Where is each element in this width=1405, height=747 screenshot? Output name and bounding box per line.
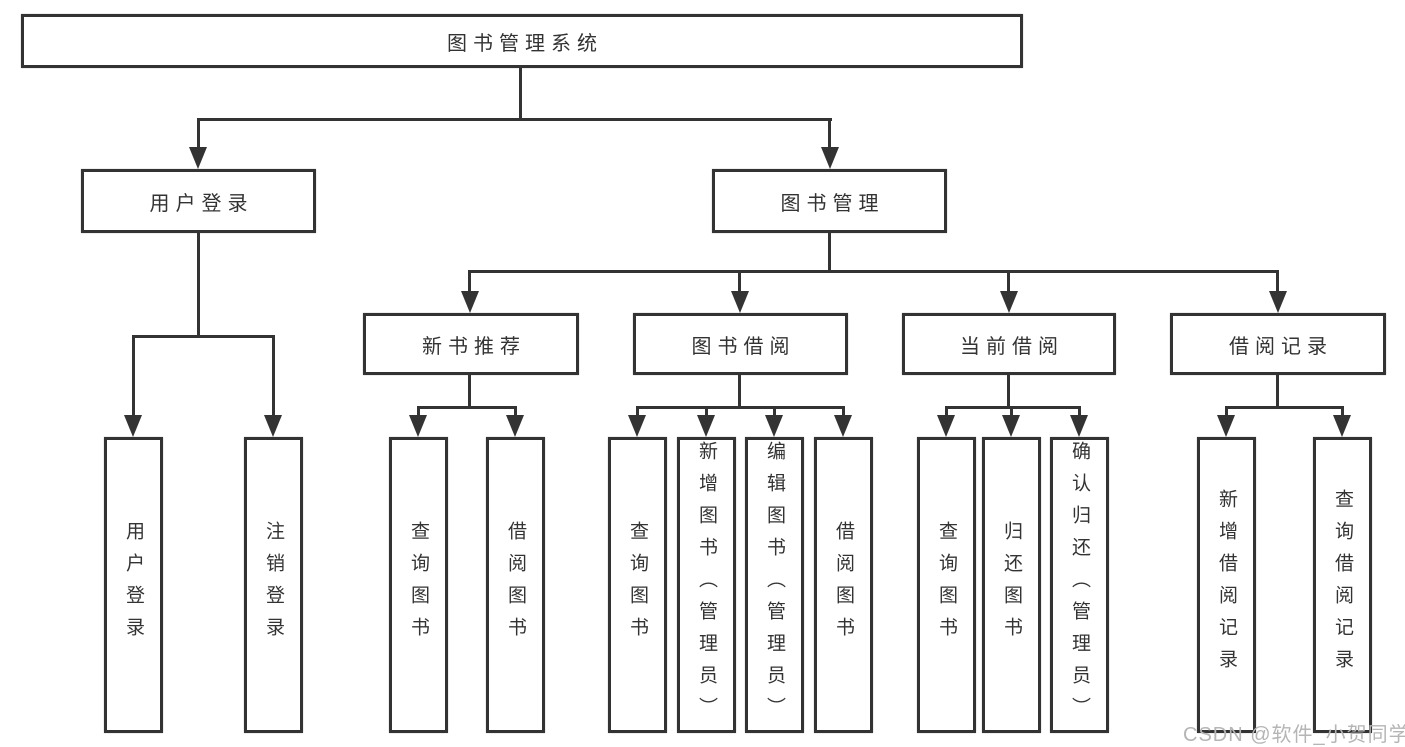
node-label: 用户登录	[123, 521, 144, 649]
node-current-borrow: 当前借阅	[902, 313, 1116, 375]
node-label: 借阅图书	[833, 521, 854, 649]
node-borrow-records: 借阅记录	[1170, 313, 1386, 375]
connector-branch	[945, 406, 948, 418]
node-label: 归还图书	[1001, 521, 1022, 649]
connector-branch	[1078, 406, 1081, 418]
leaf-add-borrow-record: 新增借阅记录	[1197, 437, 1256, 733]
arrowhead-down-icon	[1070, 415, 1088, 437]
connector-branch	[1225, 406, 1228, 418]
connector-branch-new-book	[468, 270, 471, 294]
node-label: 借阅图书	[505, 521, 526, 649]
connector-branch	[1010, 406, 1013, 418]
arrowhead-down-icon	[506, 415, 524, 437]
arrowhead-down-icon	[765, 415, 783, 437]
leaf-borrow-books-2: 借阅图书	[814, 437, 873, 733]
node-library-management-system: 图书管理系统	[21, 14, 1023, 68]
arrowhead-down-icon	[697, 415, 715, 437]
connector-stem-borrow-records	[1276, 373, 1279, 409]
node-label: 查询借阅记录	[1332, 489, 1353, 681]
arrowhead-down-icon	[124, 415, 142, 437]
connector-branch	[636, 406, 639, 418]
node-label: 当前借阅	[960, 335, 1064, 358]
node-new-book-recommend: 新书推荐	[363, 313, 579, 375]
leaf-query-books-2: 查询图书	[608, 437, 667, 733]
connector-stem-user-login	[197, 233, 200, 338]
node-label: 图书管理	[780, 192, 885, 215]
connector-stem-book-borrow	[738, 373, 741, 409]
node-book-management: 图书管理	[712, 169, 947, 233]
connector-branch-logout	[272, 335, 275, 419]
leaf-add-books-admin: 新增图书（管理员）	[677, 437, 736, 733]
connector-stem-root	[519, 66, 522, 120]
connector-branch	[514, 406, 517, 418]
connector-stem-new-book	[468, 373, 471, 409]
connector-stem-current-borrow	[1007, 373, 1010, 409]
leaf-return-books: 归还图书	[982, 437, 1041, 733]
leaf-user-login: 用户登录	[104, 437, 163, 733]
arrowhead-down-icon	[834, 415, 852, 437]
arrowhead-down-icon	[264, 415, 282, 437]
leaf-logout: 注销登录	[244, 437, 303, 733]
arrowhead-down-icon	[937, 415, 955, 437]
node-user-login: 用户登录	[81, 169, 316, 233]
node-label: 注销登录	[263, 521, 284, 649]
leaf-query-borrow-record: 查询借阅记录	[1313, 437, 1372, 733]
node-label: 图书管理系统	[447, 32, 603, 55]
connector-branch	[842, 406, 845, 418]
arrowhead-down-icon	[1217, 415, 1235, 437]
connector-branch-book-borrow	[738, 270, 741, 294]
connector-rail-book-borrow	[636, 406, 845, 409]
node-label: 查询图书	[936, 521, 957, 649]
connector-branch	[1341, 406, 1344, 418]
leaf-query-books-3: 查询图书	[917, 437, 976, 733]
arrowhead-down-icon	[461, 291, 479, 313]
connector-rail-current-borrow	[945, 406, 1081, 409]
connector-branch-user-login	[197, 118, 200, 150]
node-label: 查询图书	[627, 521, 648, 649]
leaf-borrow-books-1: 借阅图书	[486, 437, 545, 733]
node-book-borrow: 图书借阅	[633, 313, 848, 375]
arrowhead-down-icon	[1002, 415, 1020, 437]
connector-branch	[773, 406, 776, 418]
leaf-edit-books-admin: 编辑图书（管理员）	[745, 437, 804, 733]
node-label: 新书推荐	[422, 335, 526, 358]
connector-stem-book-management	[828, 233, 831, 273]
node-label: 借阅记录	[1229, 335, 1333, 358]
arrowhead-down-icon	[1269, 291, 1287, 313]
connector-rail-user-login	[132, 335, 275, 338]
arrowhead-down-icon	[1000, 291, 1018, 313]
leaf-confirm-return-admin: 确认归还（管理员）	[1050, 437, 1109, 733]
connector-branch	[705, 406, 708, 418]
node-label: 用户登录	[149, 192, 254, 215]
node-label: 编辑图书（管理员）	[764, 441, 785, 729]
connector-branch-login	[132, 335, 135, 419]
node-label: 图书借阅	[691, 335, 796, 358]
connector-rail-root	[197, 118, 832, 121]
node-label: 新增借阅记录	[1216, 489, 1237, 681]
node-label: 新增图书（管理员）	[696, 441, 717, 729]
connector-rail-borrow-records	[1225, 406, 1344, 409]
connector-rail-book-management	[468, 270, 1279, 273]
connector-branch-book-management	[828, 118, 831, 150]
csdn-watermark: CSDN @软件_小贺同学	[1183, 724, 1405, 746]
arrowhead-down-icon	[731, 291, 749, 313]
leaf-query-books-1: 查询图书	[389, 437, 448, 733]
arrowhead-down-icon	[189, 147, 207, 169]
node-label: 查询图书	[408, 521, 429, 649]
arrowhead-down-icon	[628, 415, 646, 437]
connector-branch-current-borrow	[1007, 270, 1010, 294]
node-label: 确认归还（管理员）	[1069, 441, 1090, 729]
arrowhead-down-icon	[409, 415, 427, 437]
connector-rail-new-book	[417, 406, 517, 409]
connector-branch-borrow-records	[1276, 270, 1279, 294]
arrowhead-down-icon	[821, 147, 839, 169]
connector-branch	[417, 406, 420, 418]
arrowhead-down-icon	[1333, 415, 1351, 437]
